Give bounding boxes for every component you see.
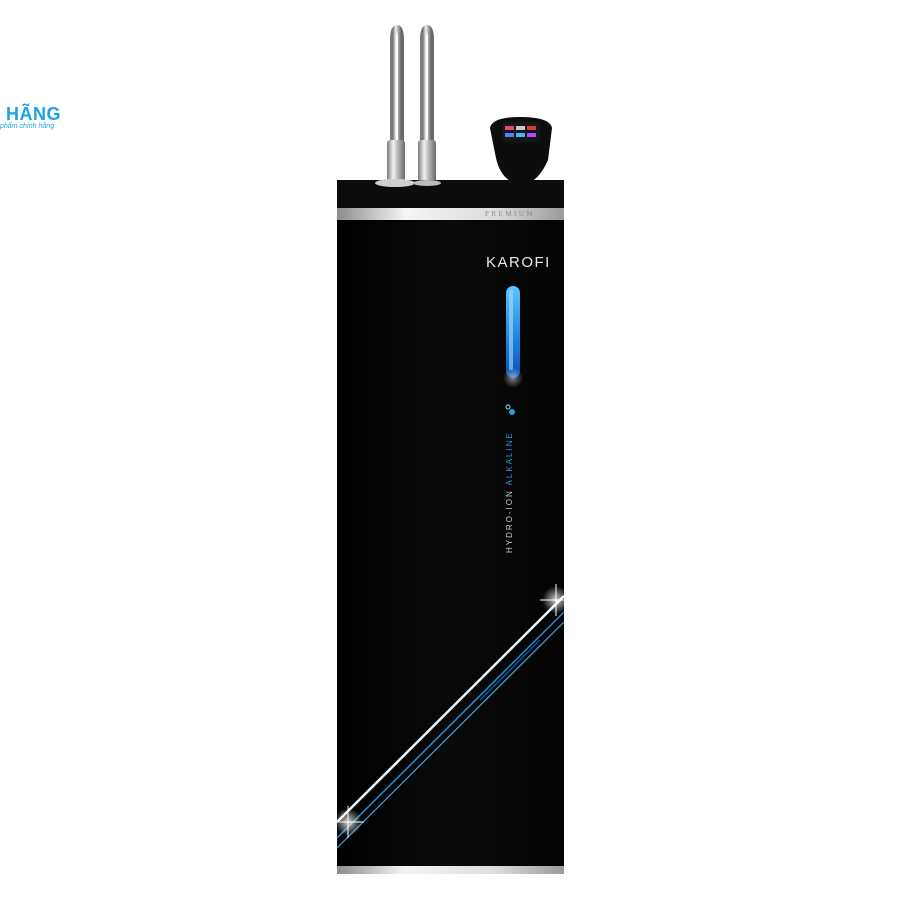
indicator-light xyxy=(503,286,523,388)
feature-label: HYDRO-ION ALKALINE xyxy=(505,431,514,553)
ion-icon xyxy=(505,404,515,415)
feature-label-hydro-ion: HYDRO-ION xyxy=(505,489,514,553)
badge-title: HÃNG xyxy=(6,104,61,124)
brand-logo: KAROFI xyxy=(486,254,551,271)
faucet-left xyxy=(387,24,405,185)
feature-label-alkaline: ALKALINE xyxy=(505,431,514,486)
edition-label: PREMIUM xyxy=(485,210,536,218)
brand-badge: HÃNG phẩm chính hãng xyxy=(0,100,80,140)
sparkle-bottom xyxy=(332,806,364,838)
sparkle-top xyxy=(540,584,572,616)
diagonal-lines xyxy=(336,595,565,849)
badge-subtitle: phẩm chính hãng xyxy=(0,123,55,130)
faucet-right xyxy=(418,24,436,185)
control-panel xyxy=(490,117,552,182)
